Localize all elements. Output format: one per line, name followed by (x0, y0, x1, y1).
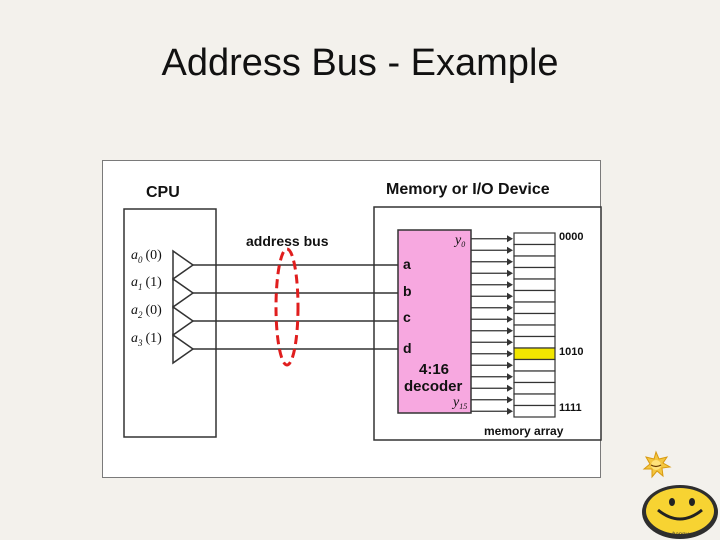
memory-cell (513, 232, 556, 246)
buffer-a0 (172, 249, 195, 281)
logo-text: happy (672, 532, 689, 538)
decoder-block (397, 229, 472, 414)
address-first-label: 0000 (559, 231, 583, 243)
decoder-output-arrow (507, 246, 513, 254)
cpu-line-labels: a0(0) a1(1) a2(0) a3(1) (131, 248, 162, 348)
decoder-output-arrow (507, 396, 513, 404)
logo-eye-right (689, 498, 695, 506)
memory-cell (513, 243, 556, 257)
y0-label: y0 (453, 233, 465, 249)
sun-icon (642, 450, 672, 479)
memory-cells (513, 232, 556, 418)
memory-cell (513, 370, 556, 384)
decoder-output-arrow (507, 235, 513, 243)
decoder-name-label: decoder (404, 378, 463, 395)
line-label-a1: a1(1) (131, 275, 162, 292)
slide-title: Address Bus - Example (161, 42, 559, 84)
logo-smile (657, 508, 703, 521)
decoder-input-d: d (403, 340, 412, 356)
buffer-a1 (172, 277, 195, 309)
address-bus-diagram: CPU Memory or I/O Device address bus a0(… (102, 160, 602, 478)
memory-cell (513, 324, 556, 338)
bus-lines (172, 249, 398, 365)
address-highlight-label: 1010 (559, 346, 583, 358)
memory-cell (513, 312, 556, 326)
memory-cell (513, 278, 556, 292)
bus-highlight-ellipse (274, 247, 300, 367)
decoder-output-arrow (507, 407, 513, 415)
diagram-svg: CPU Memory or I/O Device address bus a0(… (123, 181, 602, 441)
decoder-output-arrow (507, 292, 513, 300)
memory-cell (513, 358, 556, 372)
line-label-a3: a3(1) (131, 331, 162, 348)
memory-cell (513, 335, 556, 349)
logo-face (646, 488, 714, 534)
logo-eye-left (669, 498, 675, 506)
decoder-output-arrow (507, 315, 513, 323)
decoder-output-arrow (507, 258, 513, 266)
decoder-outputs (471, 235, 513, 415)
decoder-output-arrow (507, 327, 513, 335)
buffer-a3 (172, 333, 195, 365)
memory-cell (513, 301, 556, 315)
memory-cell-highlighted (513, 347, 556, 361)
address-bus-label: address bus (246, 233, 329, 249)
memory-cell (513, 404, 556, 418)
cpu-block (123, 208, 217, 438)
memory-array-label: memory array (484, 424, 564, 438)
decoder-output-arrow (507, 350, 513, 358)
decoder-output-arrow (507, 281, 513, 289)
buffer-a2 (172, 305, 195, 337)
address-last-label: 1111 (559, 402, 582, 414)
cpu-label: CPU (146, 184, 180, 201)
device-label: Memory or I/O Device (386, 181, 550, 198)
decoder-ratio-label: 4:16 (419, 361, 449, 378)
line-label-a2: a2(0) (131, 303, 162, 320)
decoder-output-arrow (507, 384, 513, 392)
decoder-output-arrow (507, 361, 513, 369)
decoder-output-arrow (507, 269, 513, 277)
decoder-output-arrow (507, 338, 513, 346)
smiley-logo-icon: happy (642, 450, 718, 539)
memory-cell (513, 393, 556, 407)
y15-label: y15 (451, 395, 467, 411)
decoder-input-b: b (403, 283, 412, 299)
memory-cell (513, 255, 556, 269)
decoder-input-c: c (403, 309, 411, 325)
memory-cell (513, 381, 556, 395)
memory-cell (513, 289, 556, 303)
memory-cell (513, 266, 556, 280)
decoder-input-a: a (403, 256, 411, 272)
line-label-a0: a0(0) (131, 248, 162, 265)
decoder-output-arrow (507, 304, 513, 312)
decoder-output-arrow (507, 373, 513, 381)
